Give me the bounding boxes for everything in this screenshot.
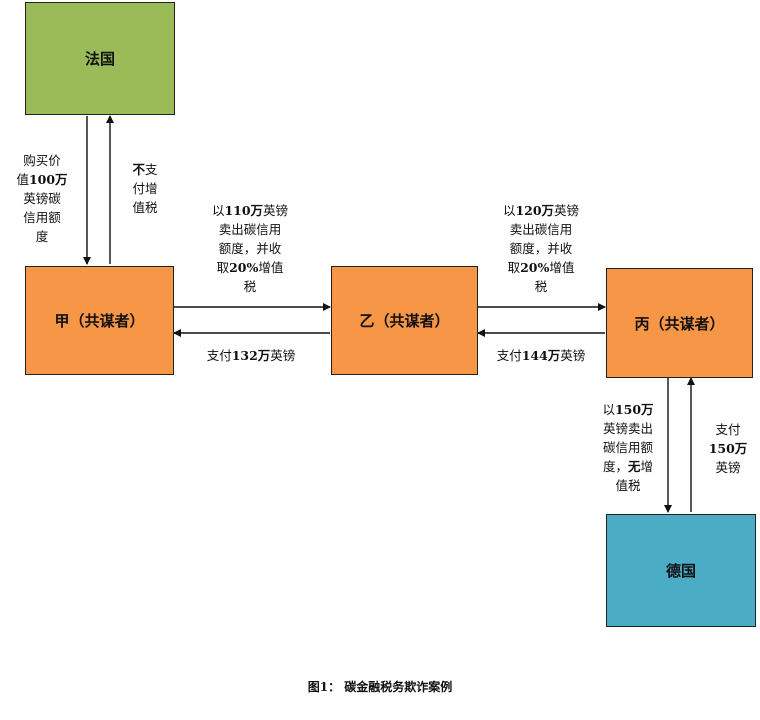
label-bing-pays-yi: 支付144万英镑 bbox=[478, 346, 604, 365]
label-line: 税 bbox=[534, 279, 548, 294]
label-line: 英镑卖出 bbox=[602, 421, 653, 436]
node-bing: 丙（共谋者） bbox=[606, 268, 753, 378]
figure-caption: 图1： 碳金融税务欺诈案例 bbox=[307, 680, 453, 694]
label-line: 额度，并收 bbox=[218, 241, 282, 256]
node-bing-label: 丙（共谋者） bbox=[634, 314, 725, 333]
label-line: 以120万英镑 bbox=[502, 203, 580, 218]
label-line: 支付144万英镑 bbox=[496, 348, 586, 363]
label-line: 支付 bbox=[715, 422, 741, 437]
node-france-label: 法国 bbox=[84, 50, 115, 68]
label-line: 购买价 bbox=[23, 153, 61, 168]
node-germany: 德国 bbox=[606, 514, 756, 627]
label-line: 额度，并收 bbox=[509, 241, 573, 256]
label-line: 以150万 bbox=[602, 402, 654, 417]
label-line: 英镑碳 bbox=[23, 191, 61, 206]
label-line: 以110万英镑 bbox=[211, 203, 289, 218]
label-line: 卖出碳信用 bbox=[218, 222, 282, 237]
label-line: 碳信用额 bbox=[602, 440, 653, 455]
label-line: 度 bbox=[35, 229, 49, 244]
label-line: 值税 bbox=[132, 200, 158, 215]
label-no-vat-to-france: 不支 付增 值税 bbox=[120, 160, 170, 217]
label-line: 信用额 bbox=[23, 210, 61, 225]
label-line: 卖出碳信用 bbox=[509, 222, 573, 237]
label-line: 英镑 bbox=[715, 460, 741, 475]
label-line: 取20%增值 bbox=[216, 260, 284, 275]
label-yi-sells-to-bing: 以120万英镑 卖出碳信用 额度，并收 取20%增值 税 bbox=[478, 201, 604, 296]
node-jia: 甲（共谋者） bbox=[25, 266, 174, 375]
label-bing-sells-to-germany: 以150万 英镑卖出 碳信用额 度，无增 值税 bbox=[592, 400, 664, 495]
label-line: 150万 bbox=[708, 441, 748, 456]
label-germany-pays-bing: 支付 150万 英镑 bbox=[700, 420, 756, 477]
node-yi-label: 乙（共谋者） bbox=[359, 312, 450, 330]
node-france: 法国 bbox=[25, 2, 175, 115]
label-yi-pays-jia: 支付132万英镑 bbox=[186, 346, 316, 365]
label-jia-buys-from-france: 购买价 值100万 英镑碳 信用额 度 bbox=[5, 151, 79, 246]
node-germany-label: 德国 bbox=[665, 562, 696, 580]
node-yi: 乙（共谋者） bbox=[331, 266, 478, 375]
label-line: 税 bbox=[243, 279, 257, 294]
label-line: 取20%增值 bbox=[507, 260, 575, 275]
label-line: 值100万 bbox=[16, 172, 68, 187]
label-line: 度，无增 bbox=[602, 459, 654, 474]
label-line: 支付132万英镑 bbox=[206, 348, 296, 363]
label-line: 付增 bbox=[132, 181, 158, 196]
node-jia-label: 甲（共谋者） bbox=[54, 312, 145, 330]
label-line: 值税 bbox=[615, 478, 641, 493]
label-line: 不支 bbox=[132, 162, 158, 177]
label-jia-sells-to-yi: 以110万英镑 卖出碳信用 额度，并收 取20%增值 税 bbox=[188, 201, 312, 296]
